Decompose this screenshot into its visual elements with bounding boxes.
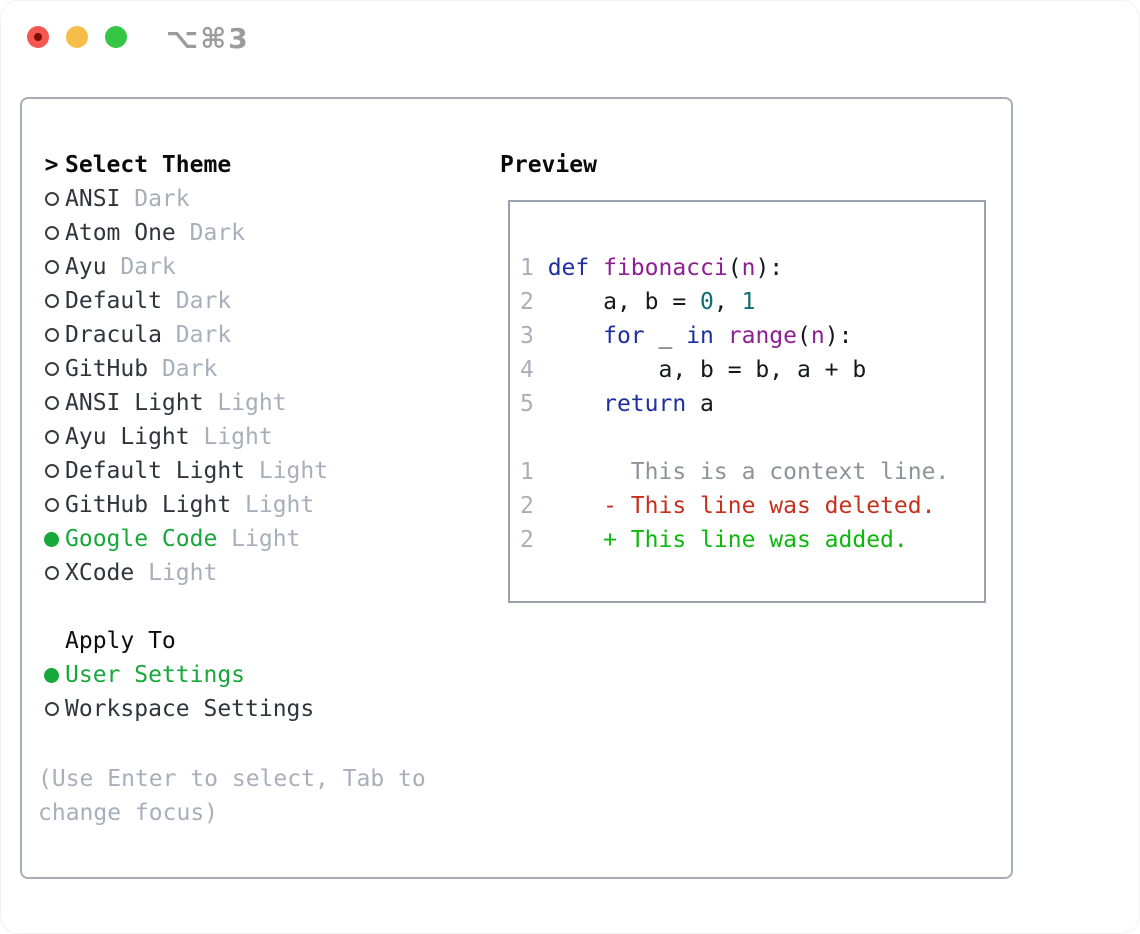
theme-variant: Light — [203, 424, 273, 450]
theme-name: ANSI — [65, 186, 121, 212]
theme-option-xcode[interactable]: XCode Light — [38, 556, 328, 590]
theme-name: GitHub Light — [65, 492, 232, 518]
prompt-chevron-icon: > — [44, 152, 59, 178]
radio-icon — [38, 488, 65, 522]
line-number: 4 — [520, 357, 534, 383]
theme-name: Google Code — [65, 526, 218, 552]
code-line: 1 def fibonacci(n): — [520, 251, 974, 285]
diff-context-line: 1 This is a context line. — [520, 455, 974, 489]
theme-name: ANSI Light — [65, 390, 204, 416]
radio-icon — [38, 692, 65, 726]
close-button[interactable] — [27, 26, 49, 48]
radio-icon — [38, 318, 65, 352]
line-number: 3 — [520, 323, 534, 349]
select-theme-header: > Select Theme — [38, 148, 328, 182]
select-theme-label: Select Theme — [65, 152, 232, 178]
apply-option-label: User Settings — [65, 662, 246, 688]
apply-option-workspace-settings[interactable]: Workspace Settings — [38, 692, 328, 726]
minimize-button[interactable] — [66, 26, 88, 48]
code-line: 5 return a — [520, 387, 974, 421]
theme-variant: Dark — [161, 356, 218, 382]
theme-option-dracula-dark[interactable]: Dracula Dark — [38, 318, 328, 352]
radio-icon — [38, 284, 65, 318]
radio-selected-icon — [38, 658, 65, 692]
unsaved-dot-icon — [34, 33, 42, 41]
theme-name: Dracula — [65, 322, 162, 348]
help-text: (Use Enter to select, Tab to change focu… — [38, 766, 426, 826]
theme-name: Ayu Light — [65, 424, 190, 450]
theme-variant: Dark — [134, 186, 190, 212]
theme-option-default-light[interactable]: Default Light Light — [38, 454, 328, 488]
spacer — [38, 590, 328, 624]
radio-icon — [38, 182, 65, 216]
preview-label: Preview — [500, 152, 597, 178]
code-line: 3 for _ in range(n): — [520, 319, 974, 353]
zoom-button[interactable] — [105, 26, 127, 48]
titlebar: ⌥⌘3 — [0, 0, 1140, 74]
apply-to-header: Apply To — [38, 624, 328, 658]
theme-variant: Light — [231, 526, 301, 552]
line-number: 1 — [520, 255, 534, 281]
code-line: 4 a, b = b, a + b — [520, 353, 974, 387]
theme-picker-panel: > Select Theme ANSI Dark Atom One Dark A… — [20, 97, 1013, 879]
radio-icon — [38, 420, 65, 454]
theme-name: Default Light — [65, 458, 246, 484]
theme-variant: Dark — [189, 220, 246, 246]
theme-option-ayu-dark[interactable]: Ayu Dark — [38, 250, 328, 284]
window-title: ⌥⌘3 — [166, 22, 250, 55]
radio-selected-icon — [38, 522, 65, 556]
theme-option-ansi-dark[interactable]: ANSI Dark — [38, 182, 328, 216]
theme-variant: Dark — [175, 322, 232, 348]
theme-variant: Light — [245, 492, 315, 518]
diff-added-line: 2 + This line was added. — [520, 523, 974, 557]
line-number: 2 — [520, 493, 534, 519]
line-number: 2 — [520, 289, 534, 315]
line-number: 2 — [520, 527, 534, 553]
theme-variant: Light — [258, 458, 329, 484]
apply-to-label: Apply To — [65, 628, 176, 654]
theme-variant: Dark — [175, 288, 232, 314]
radio-icon — [38, 556, 65, 590]
line-number: 1 — [520, 459, 534, 485]
theme-option-github-dark[interactable]: GitHub Dark — [38, 352, 328, 386]
theme-option-google-code[interactable]: Google Code Light — [38, 522, 328, 556]
theme-variant: Light — [217, 390, 287, 416]
line-number: 5 — [520, 391, 534, 417]
theme-preview-pane: 1 def fibonacci(n): 2 a, b = 0, 1 3 for … — [508, 200, 986, 603]
spacer — [520, 421, 974, 455]
theme-option-github-light[interactable]: GitHub Light Light — [38, 488, 328, 522]
theme-list: > Select Theme ANSI Dark Atom One Dark A… — [38, 148, 328, 726]
theme-variant: Light — [148, 560, 218, 586]
theme-option-ansi-light[interactable]: ANSI Light Light — [38, 386, 328, 420]
radio-icon — [38, 352, 65, 386]
theme-option-default-dark[interactable]: Default Dark — [38, 284, 328, 318]
radio-icon — [38, 386, 65, 420]
theme-name: XCode — [65, 560, 135, 586]
theme-variant: Dark — [120, 254, 176, 280]
theme-name: Atom One — [65, 220, 176, 246]
theme-name: Ayu — [65, 254, 107, 280]
theme-name: GitHub — [65, 356, 149, 382]
code-line: 2 a, b = 0, 1 — [520, 285, 974, 319]
theme-option-atom-one-dark[interactable]: Atom One Dark — [38, 216, 328, 250]
diff-deleted-line: 2 - This line was deleted. — [520, 489, 974, 523]
apply-option-label: Workspace Settings — [65, 696, 315, 722]
apply-option-user-settings[interactable]: User Settings — [38, 658, 328, 692]
radio-icon — [38, 454, 65, 488]
radio-icon — [38, 216, 65, 250]
radio-icon — [38, 250, 65, 284]
theme-name: Default — [65, 288, 162, 314]
theme-option-ayu-light[interactable]: Ayu Light Light — [38, 420, 328, 454]
